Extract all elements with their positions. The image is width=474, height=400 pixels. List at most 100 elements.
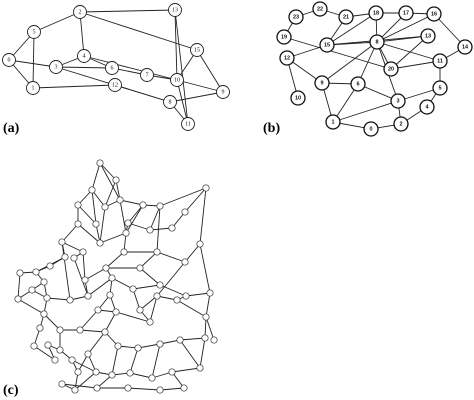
node-circle	[92, 220, 100, 228]
node-label: 14	[462, 44, 469, 50]
node-circle	[432, 53, 448, 69]
node-circle	[49, 60, 63, 74]
node-circle	[319, 37, 335, 53]
node-circle	[81, 276, 89, 284]
node-circle	[350, 76, 366, 92]
graph-node: 5	[432, 80, 448, 96]
graph-node	[68, 356, 76, 364]
edge	[127, 204, 144, 224]
edge	[99, 162, 121, 201]
graph-node	[56, 326, 64, 334]
graph-node	[156, 340, 164, 348]
node-circle	[124, 219, 132, 227]
graph-node	[156, 281, 164, 289]
edge	[79, 329, 106, 333]
node-circle	[168, 224, 176, 232]
graph-node	[108, 371, 116, 379]
node-circle	[314, 75, 330, 91]
edge	[169, 91, 224, 103]
node-circle	[40, 278, 48, 286]
graph-node	[124, 384, 132, 392]
node-circle	[14, 295, 22, 303]
edge	[111, 345, 119, 376]
graph-node	[112, 176, 120, 184]
node-circle	[201, 334, 209, 342]
panel-a-label: (a)	[3, 121, 20, 136]
panel-c-label: (c)	[3, 383, 19, 398]
graph-node	[88, 186, 96, 194]
node-circle	[74, 368, 82, 376]
node-circle	[108, 274, 116, 282]
graph-node	[202, 313, 210, 321]
graph-node: 4	[77, 49, 91, 63]
graph-node: 1	[325, 114, 341, 130]
node-circle	[288, 9, 304, 25]
node-circle	[32, 268, 40, 276]
edge	[174, 9, 178, 81]
graph-node: 18	[368, 5, 384, 21]
graph-node	[30, 342, 38, 350]
node-circle	[108, 371, 116, 379]
node-circle	[196, 364, 204, 372]
edge	[196, 49, 224, 93]
node-circle	[176, 336, 184, 344]
node-label: 9	[320, 80, 323, 86]
node-label: 7	[146, 72, 149, 78]
graph-node: 13	[168, 3, 182, 17]
graph-node	[79, 248, 87, 256]
edge	[139, 267, 161, 286]
node-label: 22	[317, 6, 323, 12]
node-label: 5	[438, 85, 441, 91]
graph-node	[202, 184, 210, 192]
node-circle	[27, 25, 41, 39]
edge	[83, 55, 178, 81]
graph-node: 11	[181, 117, 195, 131]
edge	[129, 372, 153, 379]
graph-node	[136, 306, 144, 314]
graph-node: 23	[288, 9, 304, 25]
edge	[179, 337, 206, 341]
node-circle	[30, 342, 38, 350]
node-circle	[61, 253, 69, 261]
node-circle	[66, 296, 74, 304]
edge	[159, 187, 207, 207]
graph-node	[44, 341, 52, 349]
graph-node: 6	[350, 76, 366, 92]
edge	[176, 79, 189, 125]
edge	[151, 343, 161, 379]
node-circle	[170, 73, 184, 87]
node-label: 23	[293, 14, 299, 20]
graph-node	[156, 386, 164, 394]
edge	[119, 199, 144, 206]
node-circle	[325, 114, 341, 130]
node-label: 2	[399, 121, 402, 127]
node-circle	[101, 328, 109, 336]
node-circle	[28, 286, 36, 294]
node-circle	[44, 341, 52, 349]
node-circle	[92, 368, 100, 376]
node-circle	[419, 99, 435, 115]
node-circle	[126, 369, 134, 377]
node-circle	[46, 262, 54, 270]
edge	[77, 204, 97, 225]
node-label: 17	[403, 10, 409, 16]
node-circle	[51, 356, 59, 364]
edge	[159, 284, 187, 297]
node-circle	[124, 384, 132, 392]
graph-node	[71, 386, 79, 394]
node-label: 15	[194, 47, 200, 53]
graph-node	[168, 224, 176, 232]
edge	[127, 387, 161, 391]
graph-node: 22	[312, 1, 328, 17]
edge	[176, 79, 224, 93]
edge	[376, 13, 435, 43]
graph-node	[136, 264, 144, 272]
node-label: 4	[83, 53, 86, 59]
edge	[111, 277, 134, 290]
graph-node	[14, 295, 22, 303]
edge	[73, 257, 89, 297]
edge	[61, 241, 84, 253]
